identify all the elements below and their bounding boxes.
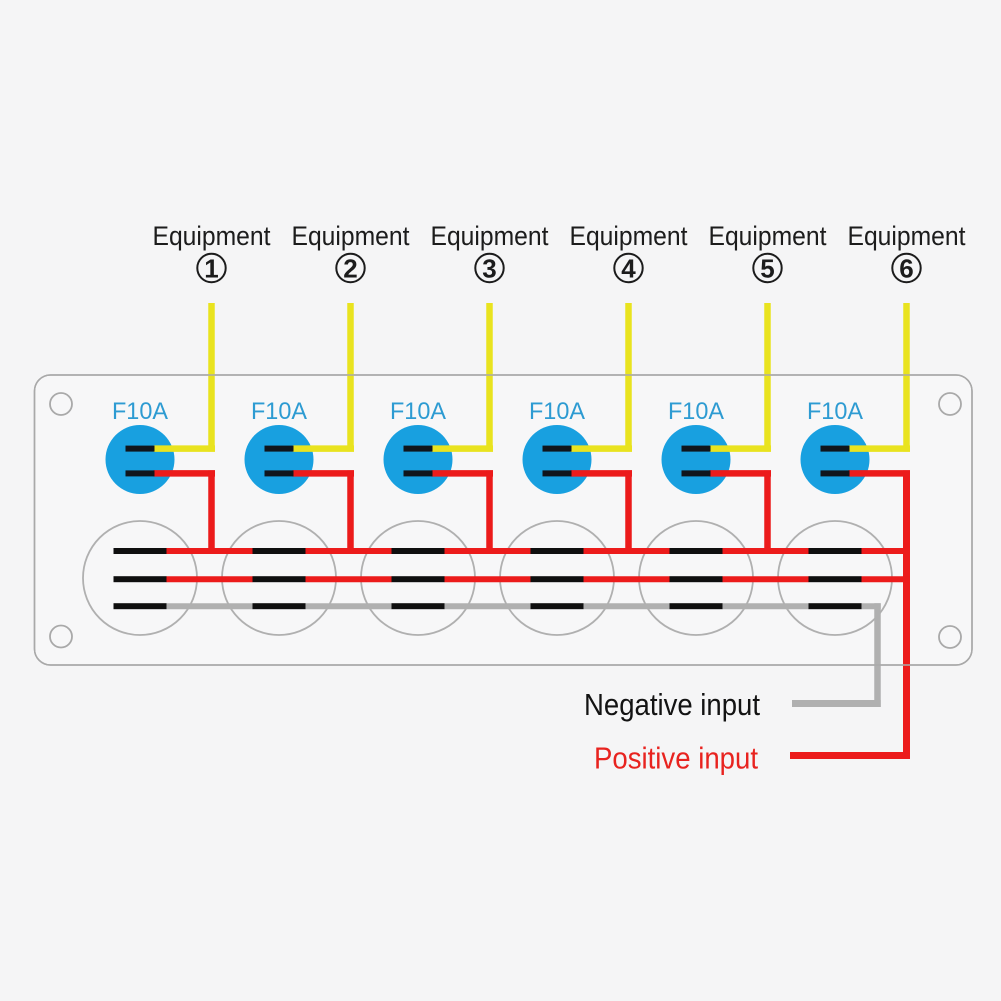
svg-text:F10A: F10A (390, 398, 446, 425)
svg-text:F10A: F10A (668, 398, 724, 425)
svg-text:Equipment: Equipment (153, 221, 271, 251)
svg-text:Equipment: Equipment (431, 221, 549, 251)
svg-text:5: 5 (760, 254, 774, 284)
svg-text:F10A: F10A (807, 398, 863, 425)
svg-text:Positive input: Positive input (594, 741, 758, 776)
svg-text:4: 4 (621, 254, 636, 284)
svg-text:3: 3 (482, 254, 496, 284)
svg-text:Equipment: Equipment (848, 221, 966, 251)
svg-text:6: 6 (899, 254, 913, 284)
svg-text:2: 2 (343, 254, 357, 284)
svg-text:Equipment: Equipment (709, 221, 827, 251)
svg-text:Negative input: Negative input (584, 687, 760, 722)
svg-text:F10A: F10A (251, 398, 307, 425)
svg-text:F10A: F10A (112, 398, 168, 425)
svg-text:Equipment: Equipment (570, 221, 688, 251)
svg-text:1: 1 (204, 254, 218, 284)
svg-text:F10A: F10A (529, 398, 585, 425)
svg-text:Equipment: Equipment (292, 221, 410, 251)
